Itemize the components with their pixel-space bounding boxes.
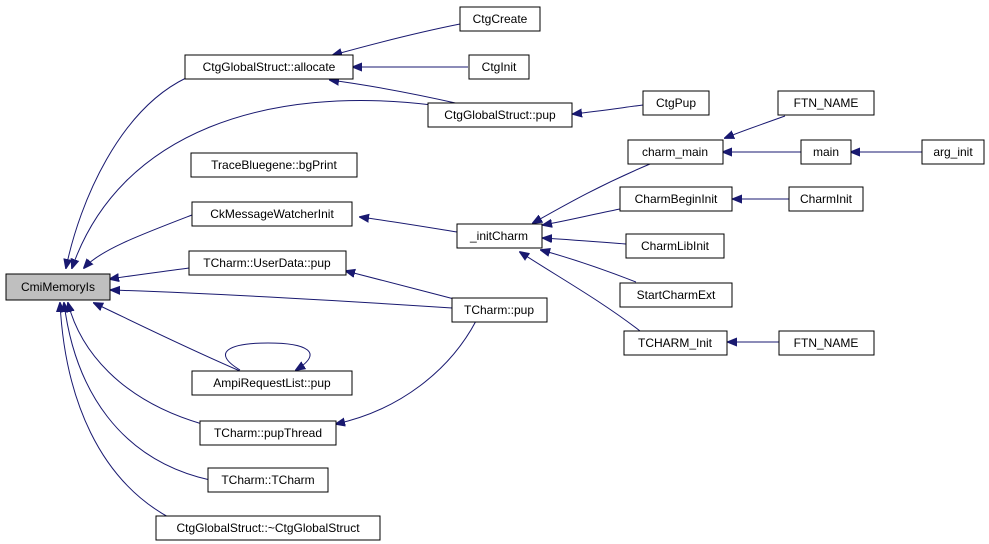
node-label-ampirequestlist-pup: AmpiRequestList::pup bbox=[213, 376, 331, 390]
node-tcharm-init[interactable]: TCHARM_Init bbox=[623, 330, 728, 356]
edge-startcharmext-to-initcharm bbox=[541, 250, 637, 283]
node-label-ctginit: CtgInit bbox=[482, 60, 517, 74]
edge-pupthread-to-cmimemoryis bbox=[68, 303, 203, 425]
node-initcharm[interactable]: _initCharm bbox=[456, 223, 543, 249]
node-label-ctgcreate: CtgCreate bbox=[473, 12, 528, 26]
edge-tcharm-init-to-initcharm bbox=[520, 252, 641, 332]
node-label-main: main bbox=[813, 145, 839, 159]
node-charm-main[interactable]: charm_main bbox=[627, 139, 724, 165]
node-label-cmimemoryis: CmiMemoryIs bbox=[21, 280, 95, 294]
node-tracebluegene-bgprint[interactable]: TraceBluegene::bgPrint bbox=[190, 152, 358, 178]
node-label-tcharm-userdata-pup: TCharm::UserData::pup bbox=[203, 256, 331, 270]
node-startcharmext[interactable]: StartCharmExt bbox=[619, 282, 733, 308]
node-ctgglobalstruct-destructor[interactable]: CtgGlobalStruct::~CtgGlobalStruct bbox=[155, 515, 381, 541]
node-charminit[interactable]: CharmInit bbox=[788, 186, 864, 212]
node-main[interactable]: main bbox=[800, 139, 852, 165]
node-ctgcreate[interactable]: CtgCreate bbox=[459, 6, 541, 32]
node-label-ctgglobalstruct-allocate: CtgGlobalStruct::allocate bbox=[203, 60, 336, 74]
node-charmbegininit[interactable]: CharmBeginInit bbox=[619, 186, 733, 212]
edge-initcharm-to-ckmessagewatcherinit bbox=[360, 217, 458, 233]
node-ctgglobalstruct-pup[interactable]: CtgGlobalStruct::pup bbox=[427, 102, 573, 128]
node-tcharm-pup[interactable]: TCharm::pup bbox=[451, 297, 548, 323]
node-label-charmlibinit: CharmLibInit bbox=[641, 239, 710, 253]
node-label-ctgglobalstruct-destructor: CtgGlobalStruct::~CtgGlobalStruct bbox=[176, 521, 360, 535]
node-label-charmbegininit: CharmBeginInit bbox=[635, 192, 718, 206]
edge-ctgglobalstruct-pup-to-allocate bbox=[330, 80, 461, 105]
node-label-tcharm-pup: TCharm::pup bbox=[464, 303, 534, 317]
node-label-ctgpup: CtgPup bbox=[656, 96, 696, 110]
edge-ampirequestlist-self-loop bbox=[225, 342, 311, 370]
node-ckmessagewatcherinit[interactable]: CkMessageWatcherInit bbox=[191, 201, 353, 227]
edge-destructor-to-cmimemoryis bbox=[60, 303, 171, 519]
edge-tcharm-pup-to-userdata-pup bbox=[346, 271, 459, 301]
node-label-arg-init: arg_init bbox=[933, 145, 973, 159]
edge-ftn-name-top-to-charm-main bbox=[725, 115, 786, 138]
node-tcharm-userdata-pup[interactable]: TCharm::UserData::pup bbox=[188, 250, 347, 276]
node-label-tcharm-pupthread: TCharm::pupThread bbox=[214, 426, 322, 440]
edge-tcharm-tcharm-to-cmimemoryis bbox=[64, 303, 211, 481]
node-charmlibinit[interactable]: CharmLibInit bbox=[625, 233, 725, 259]
node-cmimemoryis[interactable]: CmiMemoryIs bbox=[5, 273, 111, 301]
node-label-tracebluegene-bgprint: TraceBluegene::bgPrint bbox=[211, 158, 337, 172]
node-tcharm-pupthread[interactable]: TCharm::pupThread bbox=[199, 420, 337, 446]
edge-ampirequestlist-pup-to-cmimemoryis bbox=[94, 303, 241, 372]
nodes: CmiMemoryIs CtgCreate CtgGlobalStruct::a… bbox=[5, 6, 985, 541]
node-label-tcharm-tcharm: TCharm::TCharm bbox=[221, 473, 314, 487]
node-arg-init[interactable]: arg_init bbox=[921, 139, 985, 165]
edge-ctgcreate-to-allocate bbox=[333, 23, 461, 55]
node-label-ftn-name-top: FTN_NAME bbox=[794, 96, 859, 110]
edge-userdata-pup-to-cmimemoryis bbox=[110, 267, 190, 279]
node-label-initcharm: _initCharm bbox=[469, 229, 528, 243]
node-label-ftn-name-bottom: FTN_NAME bbox=[794, 336, 859, 350]
node-ftn-name-bottom[interactable]: FTN_NAME bbox=[778, 330, 875, 356]
edge-tcharm-pup-to-cmimemoryis bbox=[111, 290, 453, 309]
node-ftn-name-top[interactable]: FTN_NAME bbox=[777, 90, 875, 116]
node-label-ckmessagewatcherinit: CkMessageWatcherInit bbox=[210, 207, 334, 221]
edge-ckmessagewatcherinit-to-cmimemoryis bbox=[84, 214, 193, 268]
edge-allocate-to-cmimemoryis bbox=[66, 77, 187, 268]
node-ctgpup[interactable]: CtgPup bbox=[642, 90, 710, 116]
node-ctginit[interactable]: CtgInit bbox=[468, 54, 530, 80]
node-label-tcharm-init: TCHARM_Init bbox=[638, 336, 713, 350]
node-label-charm-main: charm_main bbox=[642, 145, 708, 159]
node-ctgglobalstruct-allocate[interactable]: CtgGlobalStruct::allocate bbox=[184, 54, 354, 80]
edge-charm-main-to-initcharm bbox=[533, 163, 651, 223]
node-tcharm-tcharm[interactable]: TCharm::TCharm bbox=[207, 467, 329, 493]
edges bbox=[60, 23, 923, 519]
edge-ctgpup-to-ctgglobalstruct-pup bbox=[573, 104, 644, 114]
node-label-startcharmext: StartCharmExt bbox=[637, 288, 716, 302]
node-label-ctgglobalstruct-pup: CtgGlobalStruct::pup bbox=[444, 108, 556, 122]
edge-charmlibinit-to-initcharm bbox=[543, 238, 627, 245]
node-ampirequestlist-pup[interactable]: AmpiRequestList::pup bbox=[191, 370, 353, 396]
node-label-charminit: CharmInit bbox=[800, 192, 853, 206]
edge-charmbegininit-to-initcharm bbox=[543, 208, 621, 225]
edge-ctgglobalstruct-pup-to-cmimemoryis bbox=[72, 100, 433, 268]
edge-tcharm-pup-to-pupthread bbox=[336, 320, 477, 424]
